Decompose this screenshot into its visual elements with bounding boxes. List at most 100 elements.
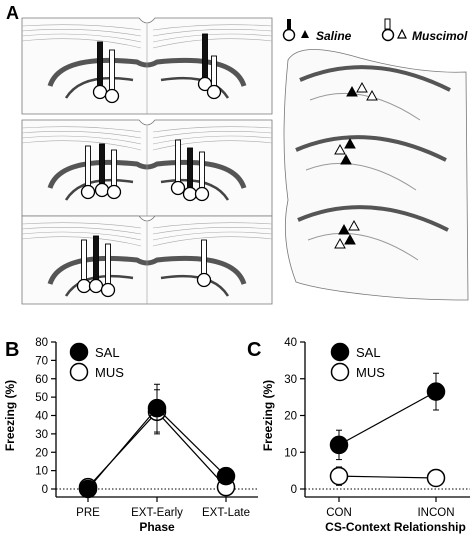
data-point-mus — [426, 468, 446, 488]
cortical-contour — [21, 227, 273, 235]
data-point-sal — [426, 382, 446, 401]
saline-site-triangle — [344, 233, 356, 245]
infusion-site — [100, 282, 116, 298]
series-line-mus — [338, 475, 437, 479]
legend-label-mus: MUS — [356, 365, 385, 380]
saline-site-triangle — [346, 85, 358, 97]
y-tick-label: 30 — [35, 429, 48, 441]
saline-legend-label: Saline — [316, 29, 352, 43]
y-tick-label: 80 — [35, 337, 48, 349]
legend-marker-mus — [330, 362, 350, 382]
cortical-contour — [21, 33, 273, 43]
legend-label-sal: SAL — [356, 345, 381, 360]
infusion-site — [196, 272, 212, 288]
cortical-contour — [21, 231, 273, 241]
muscimol-cannula — [206, 55, 222, 100]
infusion-site — [80, 184, 96, 200]
y-axis-label: Freezing (%) — [261, 380, 275, 451]
cannula-shaft — [97, 41, 103, 87]
enlarged-section-outline — [283, 49, 469, 301]
panel-label-c: C — [247, 339, 261, 361]
muscimol-site-triangle — [348, 219, 360, 231]
legend-label-mus: MUS — [95, 365, 124, 380]
y-tick-label: 60 — [35, 374, 48, 386]
legend-marker-sal — [330, 342, 350, 362]
hippocampus-left — [64, 274, 134, 297]
y-axis-label: Freezing (%) — [3, 380, 17, 451]
panel-label-b: B — [5, 339, 19, 361]
muscimol-cannula — [100, 243, 116, 298]
cortical-contour — [21, 29, 273, 37]
y-tick-label: 0 — [42, 484, 48, 496]
cortical-contour — [21, 38, 273, 49]
saline-cannula — [182, 147, 198, 202]
saline-site-triangle — [338, 223, 350, 235]
y-tick-label: 10 — [284, 447, 297, 459]
y-tick-label: 0 — [291, 484, 297, 496]
cannula-shaft — [199, 151, 205, 189]
cannula-shaft — [111, 149, 117, 187]
cortical-contour — [21, 222, 273, 229]
enlarged-fiber-band — [297, 205, 449, 232]
enlarged-fiber-band — [295, 135, 447, 162]
muscimol-legend-label: Muscimol — [412, 29, 468, 43]
cortical-contour — [21, 135, 273, 145]
cannula-shaft — [211, 55, 217, 87]
x-tick-label: PRE — [76, 507, 100, 519]
coronal-brain-sections — [21, 17, 273, 305]
legend-label-sal: SAL — [95, 345, 120, 360]
data-point-sal — [147, 398, 167, 418]
brain-section-3 — [21, 215, 273, 305]
x-tick-label: EXT-Early — [131, 507, 183, 519]
cannula-shaft — [109, 49, 115, 91]
muscimol-cannula — [170, 139, 186, 196]
saline-cannula — [92, 41, 108, 100]
infusion-site — [88, 278, 104, 294]
saline-legend-symbol — [282, 19, 309, 42]
cannula-shaft — [99, 143, 105, 185]
enlarged-fiber-band — [299, 65, 451, 92]
x-tick-label: CON — [326, 507, 352, 519]
y-tick-label: 20 — [35, 447, 48, 459]
y-tick-label: 40 — [284, 337, 297, 349]
saline-site-triangle — [340, 153, 352, 165]
y-tick-label: 50 — [35, 392, 48, 404]
enlarged-section-placements — [283, 49, 469, 301]
cannula-shaft — [105, 243, 111, 285]
cortical-contour — [21, 131, 273, 139]
cannula-shaft — [175, 139, 181, 183]
cannula-shaft — [187, 147, 193, 189]
infusion-site — [94, 182, 110, 198]
cannula-shaft — [85, 145, 91, 187]
data-point-mus — [329, 466, 349, 486]
muscimol-site-triangle — [334, 143, 346, 155]
enlarged-contour — [309, 92, 421, 121]
saline-site-triangle — [344, 137, 356, 149]
series-sal — [78, 383, 236, 499]
infusion-site — [194, 186, 210, 202]
legend-marker-mus — [69, 362, 89, 382]
legend-marker-sal — [69, 342, 89, 362]
muscimol-cannula — [104, 49, 120, 104]
cortical-contour — [21, 140, 273, 151]
enlarged-contour — [307, 232, 419, 261]
infusion-site — [182, 186, 198, 202]
muscimol-cannula — [194, 151, 210, 202]
infusion-site — [106, 184, 122, 200]
cannula-shaft — [81, 239, 87, 281]
series-line-sal — [338, 391, 437, 446]
data-point-sal — [78, 479, 98, 499]
infusion-site — [92, 84, 108, 100]
infusion-site — [170, 180, 186, 196]
cortical-contour — [21, 236, 273, 247]
cannula-shaft — [93, 235, 99, 281]
y-tick-label: 70 — [35, 355, 48, 367]
series-sal — [329, 372, 446, 461]
y-tick-label: 30 — [284, 374, 297, 386]
hippocampus-left — [64, 76, 134, 99]
muscimol-cannula — [106, 149, 122, 200]
cortical-contour — [21, 126, 273, 133]
